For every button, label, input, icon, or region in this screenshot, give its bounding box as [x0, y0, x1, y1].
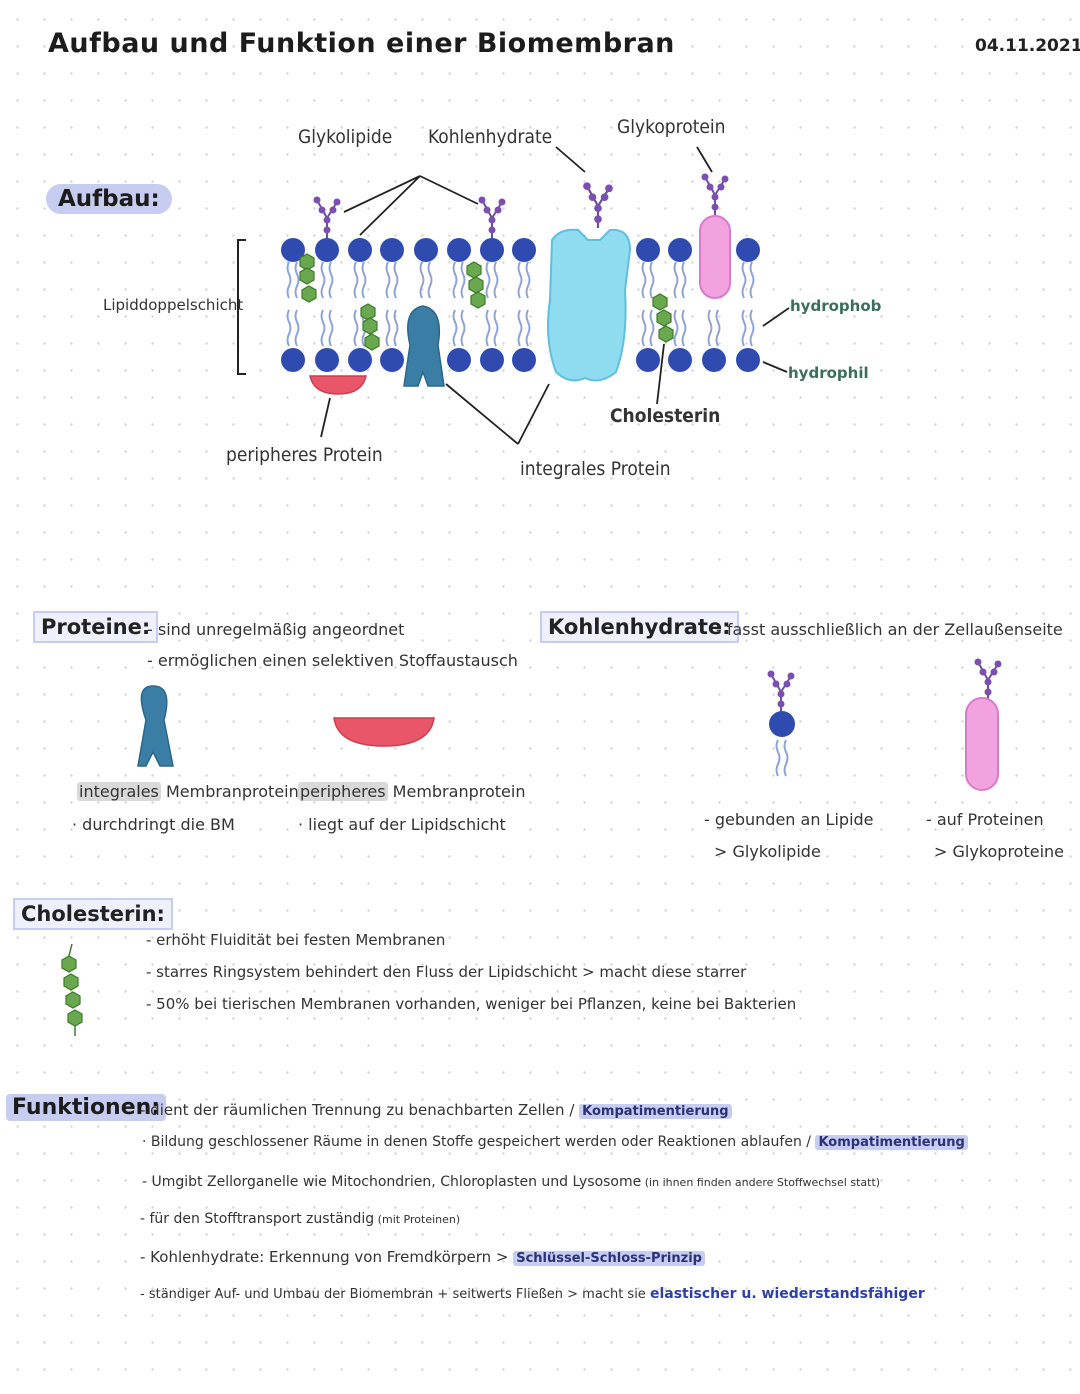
aufbau-heading: Aufbau: [46, 184, 172, 214]
funktion-item-6: - ständiger Auf- und Umbau der Biomembra… [140, 1286, 925, 1302]
funktion-item-2-text: · Bildung geschlossener Räume in denen S… [142, 1134, 802, 1150]
cholesterin-point-1: - erhöht Fluidität bei festen Membranen [146, 931, 446, 949]
kohlenhydrate-point: - fasst ausschließlich an der Zellaußens… [716, 620, 1063, 639]
peripheral-term: peripheres [298, 782, 388, 801]
label-peripheres-protein: peripheres Protein [226, 444, 383, 466]
funktion-item-4-text: - für den Stofftransport zuständig [140, 1211, 375, 1227]
label-glykoprotein: Glykoprotein [617, 116, 726, 138]
funktion-item-5-tag: Schlüssel-Schloss-Prinzip [513, 1251, 705, 1266]
funktion-item-2-sep: / [801, 1134, 816, 1150]
glykoprotein-note-2: > Glykoproteine [934, 842, 1065, 861]
label-lipiddoppelschicht: Lipiddoppelschicht [103, 296, 244, 314]
funktion-item-1: - dient der räumlichen Trennung zu benac… [140, 1101, 732, 1119]
bilayer-bracket [237, 239, 246, 375]
proteine-point-1: - sind unregelmäßig angeordnet [147, 620, 405, 639]
kohlenhydrate-heading: Kohlenhydrate: [540, 611, 739, 643]
lipid-tails [286, 261, 755, 347]
integral-protein-icon [137, 685, 174, 767]
lipid-heads-top [281, 238, 760, 262]
glycoprotein-shape [699, 215, 731, 299]
label-hydrophil: hydrophil [788, 364, 869, 382]
proteine-heading: Proteine: [33, 611, 159, 643]
page-title: Aufbau und Funktion einer Biomembran [48, 28, 675, 59]
peripheral-protein-icon [333, 717, 435, 747]
channel-protein [547, 228, 632, 382]
cholesterol-icon [61, 943, 83, 1036]
integral-caption: integrales Membranprotein [77, 782, 299, 801]
integral-desc: · durchdringt die BM [72, 815, 235, 834]
funktion-item-2-tag: Kompatimentierung [815, 1135, 968, 1150]
funktion-item-1-text: - dient der räumlichen Trennung zu benac… [140, 1101, 565, 1119]
peripheral-rest: Membranprotein [387, 782, 526, 801]
funktionen-heading: Funktionen: [6, 1094, 167, 1121]
glycoprotein-icon [965, 697, 999, 791]
funktion-item-1-tag: Kompatimentierung [579, 1104, 732, 1119]
integral-rest: Membranprotein [160, 782, 299, 801]
sugar-chains-diagram [312, 172, 730, 239]
funktion-item-6-blue: elastischer u. wiederstandsfähiger [649, 1286, 925, 1302]
glykolipid-note-1: - gebunden an Lipide [704, 810, 874, 829]
funktion-item-3-small: (in ihnen finden andere Stoffwechsel sta… [641, 1176, 881, 1189]
label-kohlenhydrate: Kohlenhydrate [428, 126, 553, 148]
peripheral-caption: peripheres Membranprotein [298, 782, 525, 801]
pointer-lines [320, 146, 790, 445]
funktion-item-3-text: - Umgibt Zellorganelle wie Mitochondrien… [142, 1174, 642, 1190]
funktion-item-3: - Umgibt Zellorganelle wie Mitochondrien… [142, 1174, 880, 1190]
lipid-heads-bottom [281, 348, 760, 372]
funktion-item-6-text: - ständiger Auf- und Umbau der Biomembra… [140, 1287, 646, 1302]
funktion-item-4: - für den Stofftransport zuständig (mit … [140, 1211, 460, 1227]
peripheral-desc: · liegt auf der Lipidschicht [298, 815, 506, 834]
glykoprotein-note-1: - auf Proteinen [926, 810, 1044, 829]
label-glykolipide: Glykolipide [298, 126, 393, 148]
cholesterin-point-3: - 50% bei tierischen Membranen vorhanden… [146, 995, 797, 1013]
label-integrales-protein: integrales Protein [520, 458, 671, 480]
funktion-item-5-text: - Kohlenhydrate: Erkennung von Fremdkörp… [140, 1248, 492, 1266]
label-hydrophob: hydrophob [790, 297, 882, 315]
cholesterin-point-2: - starres Ringsystem behindert den Fluss… [146, 963, 747, 981]
funktion-item-4-small: (mit Proteinen) [374, 1213, 461, 1226]
date: 04.11.2021 [975, 36, 1080, 56]
peripheral-protein-shape [309, 375, 367, 395]
funktion-item-5-sep: > [491, 1248, 514, 1266]
glykolipid-note-2: > Glykolipide [714, 842, 821, 861]
proteine-point-2: - ermöglichen einen selektiven Stoffaust… [147, 651, 518, 670]
funktion-item-5: - Kohlenhydrate: Erkennung von Fremdkörp… [140, 1248, 705, 1266]
cholesterin-heading: Cholesterin: [13, 898, 173, 930]
integral-term: integrales [77, 782, 161, 801]
funktion-item-1-sep: / [564, 1101, 580, 1119]
funktion-item-2: · Bildung geschlossener Räume in denen S… [142, 1134, 968, 1150]
label-cholesterin: Cholesterin [610, 405, 721, 427]
integral-protein-shape [403, 305, 445, 387]
glycolipid-head-icon [769, 711, 795, 737]
